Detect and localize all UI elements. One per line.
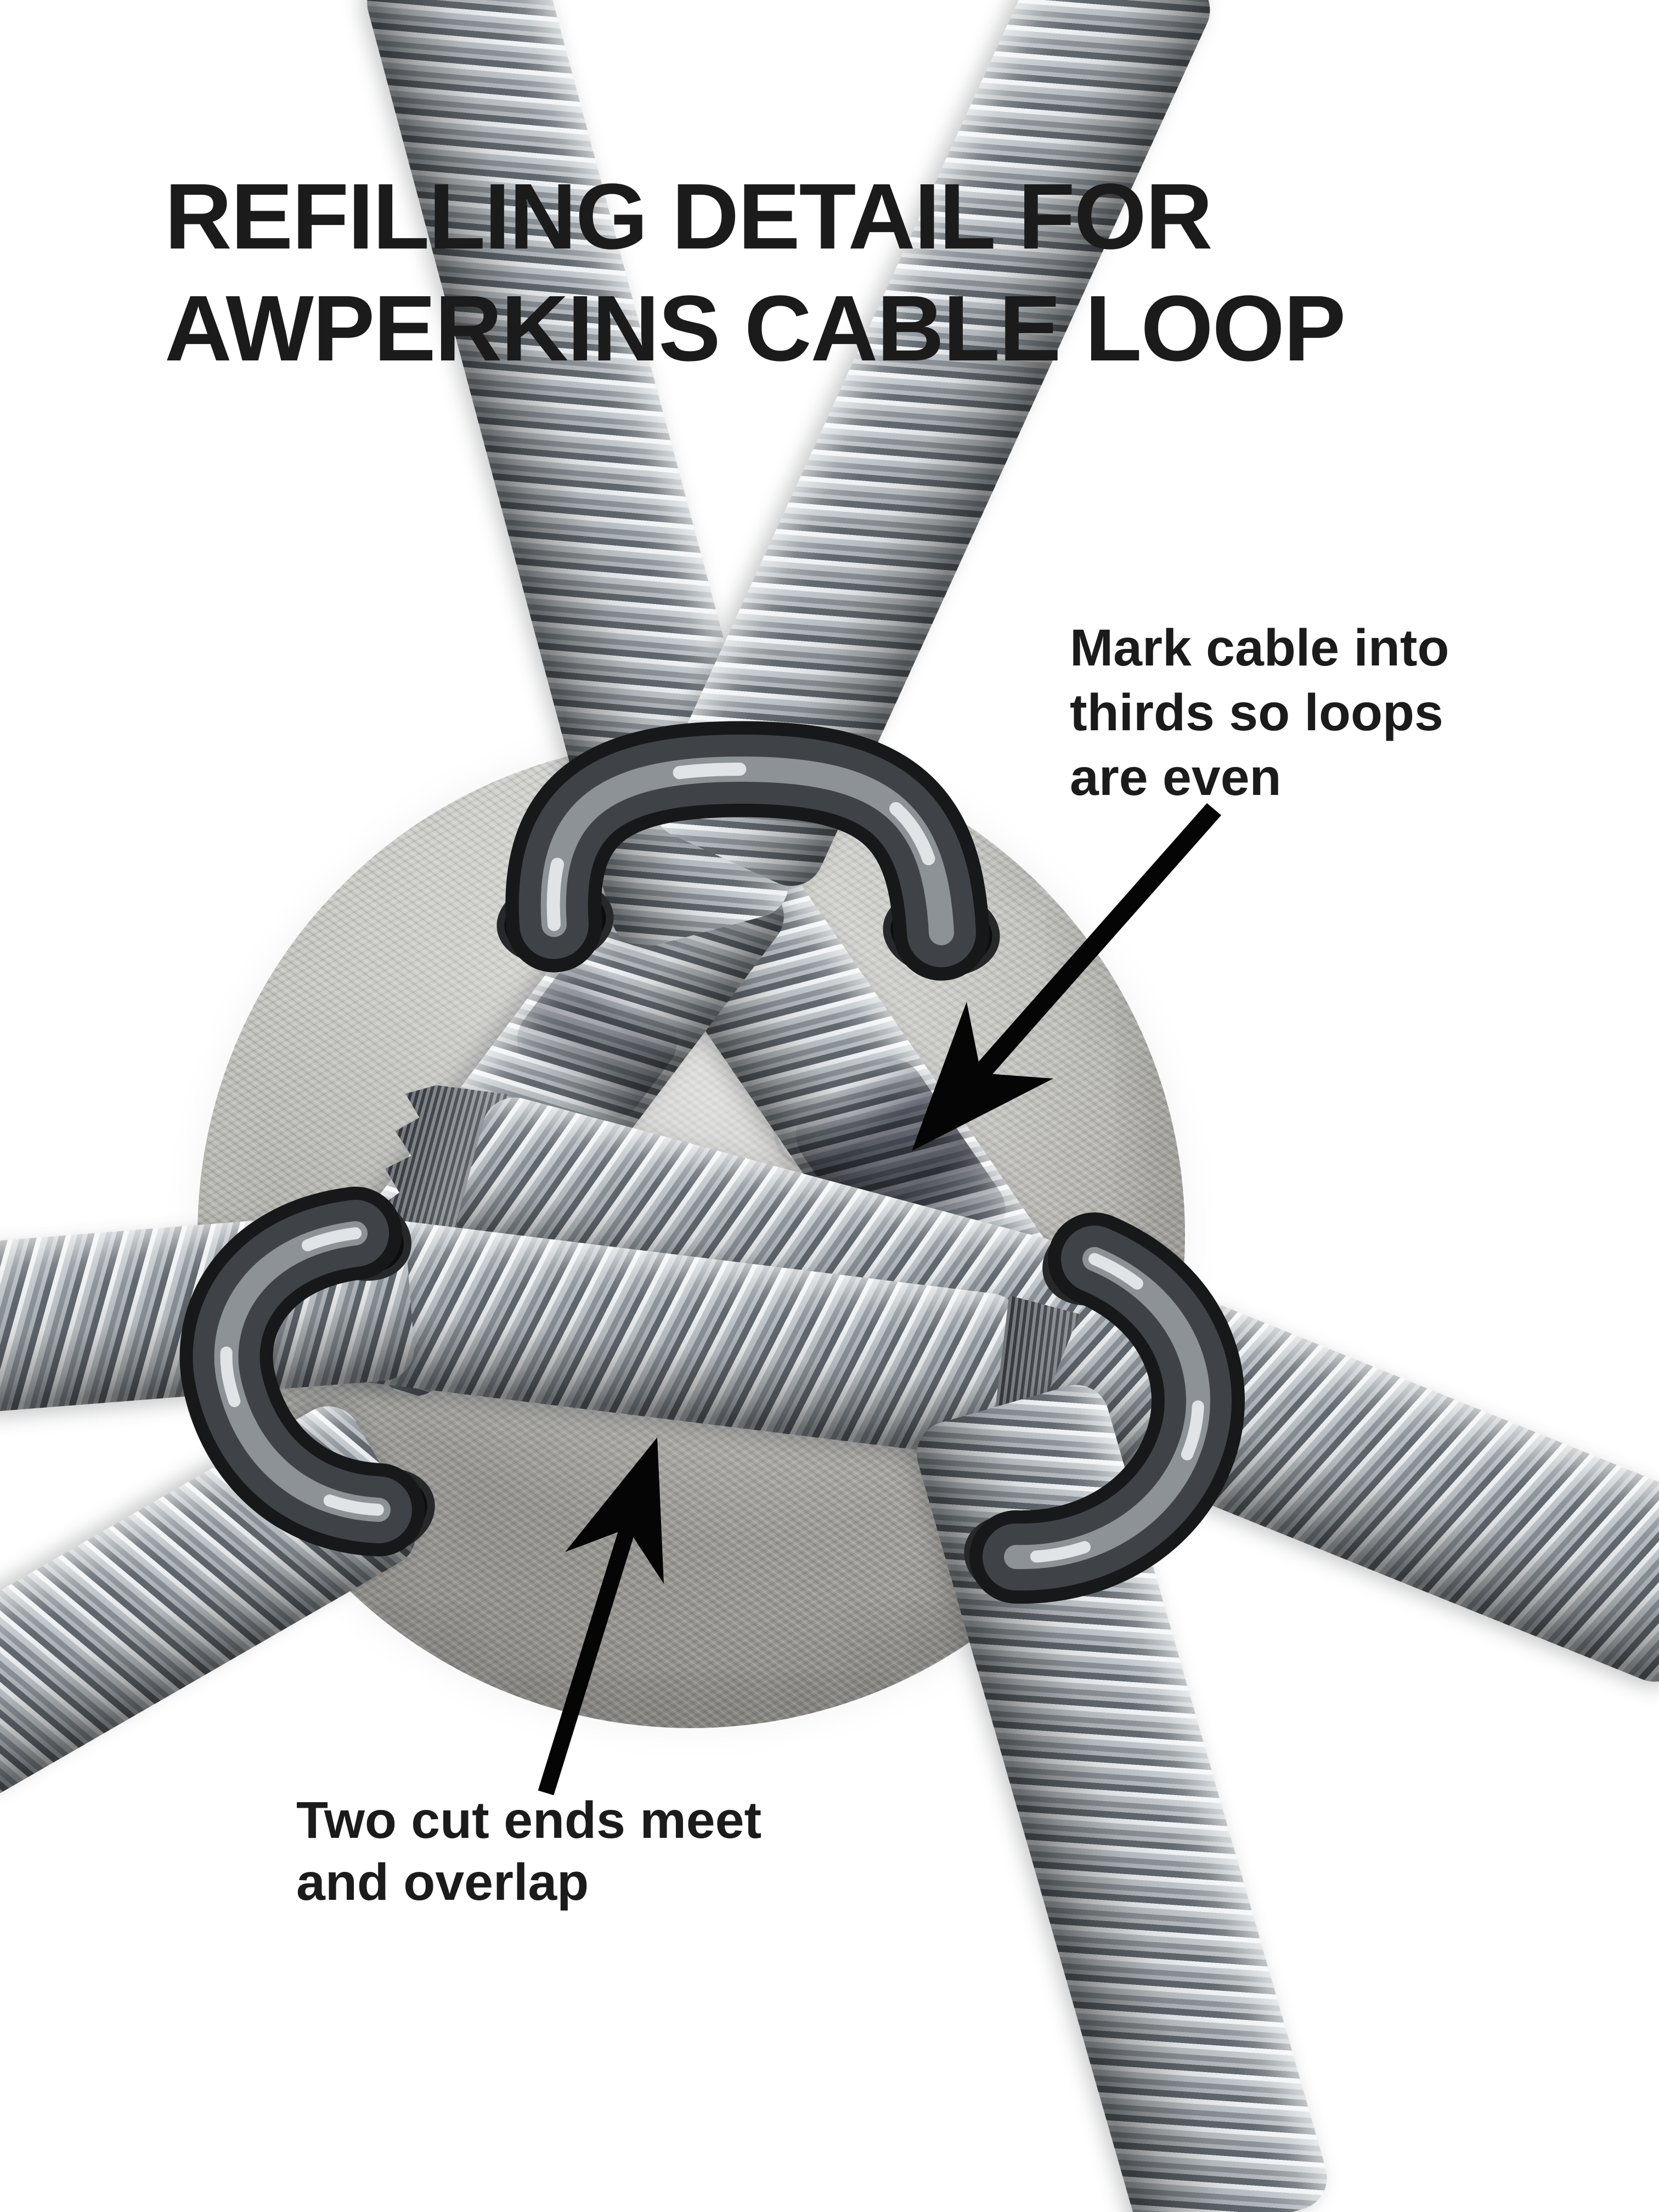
page-title: REFILLING DETAIL FOR AWPERKINS CABLE LOO…	[165, 161, 1346, 385]
clip-right	[969, 1212, 1245, 1604]
arrow-up-right-icon	[538, 1437, 664, 1796]
annotation-line: and overlap	[296, 1853, 589, 1911]
annotation-cut-ends: Two cut ends meet and overlap	[296, 1790, 761, 1914]
clip-left	[179, 1187, 425, 1556]
annotation-line: Mark cable into	[1070, 619, 1449, 677]
title-line: REFILLING DETAIL FOR	[165, 165, 1213, 269]
title-line: AWPERKINS CABLE LOOP	[165, 276, 1346, 381]
arrow-down-left-icon	[912, 803, 1221, 1151]
clip-top	[505, 721, 990, 981]
annotation-line: are even	[1070, 748, 1282, 806]
annotation-mark-thirds: Mark cable into thirds so loops are even	[1070, 616, 1449, 810]
annotation-line: thirds so loops	[1070, 684, 1443, 742]
annotation-line: Two cut ends meet	[296, 1791, 762, 1849]
